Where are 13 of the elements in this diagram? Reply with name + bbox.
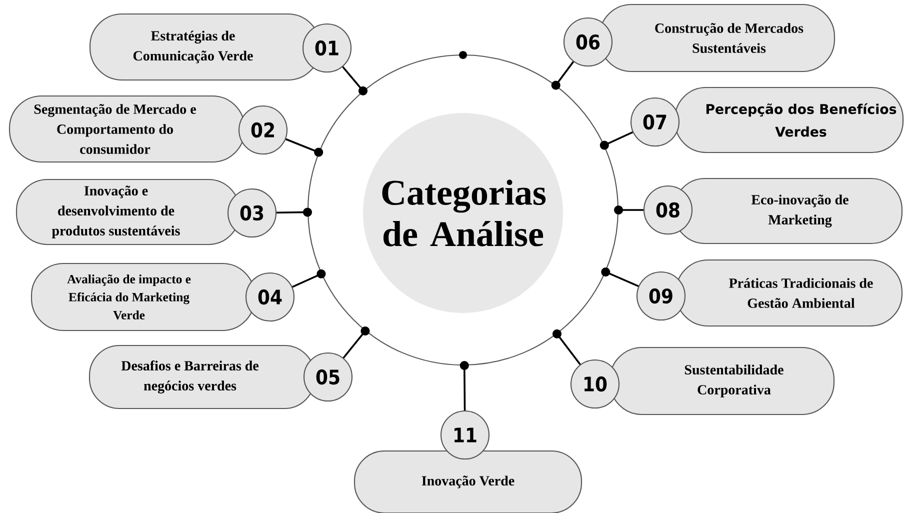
connector (342, 66, 368, 96)
connector (342, 326, 370, 358)
connector (552, 329, 581, 365)
connector (551, 61, 574, 90)
connector (601, 267, 639, 288)
connector (460, 361, 469, 410)
node-label: Eco-inovação de Marketing (751, 194, 848, 228)
connector (600, 131, 634, 150)
connector (292, 269, 326, 288)
connector (285, 138, 324, 157)
connector (614, 206, 644, 214)
ring-circle (307, 54, 619, 366)
connector (276, 208, 312, 217)
